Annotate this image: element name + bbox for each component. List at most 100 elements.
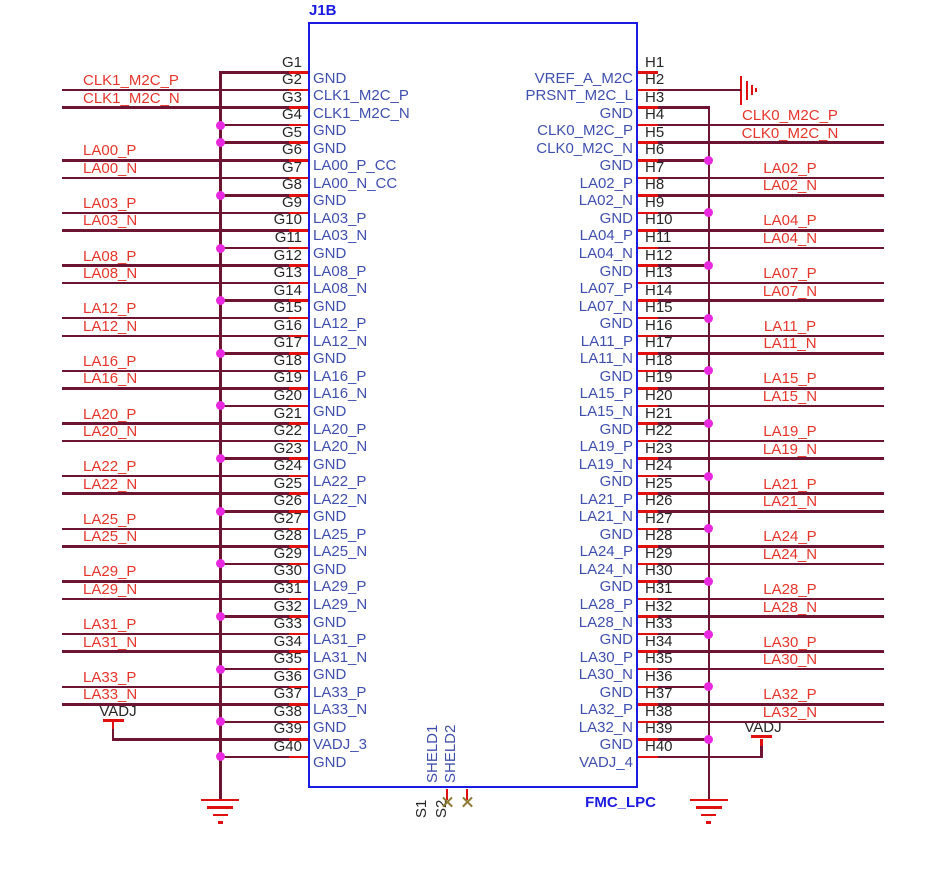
pin-number-G8: G8 — [281, 176, 302, 194]
junction-dot — [704, 155, 714, 165]
junction-dot — [215, 664, 225, 674]
wire-G4 — [219, 123, 289, 127]
pin-stub-G30 — [288, 580, 308, 583]
wire-H31 — [657, 597, 884, 601]
net-label-LA25_N: LA25_N — [83, 528, 138, 546]
pin-name-H22: LA19_P — [579, 438, 633, 456]
pin-number-H2: H2 — [645, 71, 665, 89]
pin-stub-H20 — [638, 404, 658, 408]
gnd-symbol-right-bar2 — [695, 806, 722, 809]
component-type-label: FMC_LPC — [585, 794, 656, 811]
pin-stub-H10 — [638, 229, 658, 232]
wire-G30 — [62, 580, 289, 583]
pin-number-G2: G2 — [281, 71, 302, 89]
net-label-LA08_P: LA08_P — [83, 247, 137, 265]
wire-G9 — [62, 211, 289, 215]
pin-stub-G37 — [288, 703, 308, 706]
wire-G10 — [62, 229, 289, 232]
pin-stub-H7 — [638, 176, 658, 180]
pin-stub-H36 — [638, 685, 658, 688]
net-label-CLK0_M2C_N: CLK0_M2C_N — [741, 124, 839, 142]
wire-H36 — [657, 685, 710, 688]
pin-number-G11: G11 — [274, 229, 302, 246]
wire-H2 — [657, 88, 741, 92]
net-label-LA04_N: LA04_N — [762, 230, 818, 247]
pin-name-H17: LA11_N — [579, 350, 633, 368]
net-label-LA19_P: LA19_P — [763, 423, 817, 441]
pin-stub-G11 — [288, 246, 308, 250]
pin-name-H30: GND — [599, 578, 633, 596]
junction-dot — [215, 348, 225, 358]
wire-G16 — [62, 334, 289, 337]
pin-name-H19: LA15_P — [579, 385, 633, 403]
pin-name-G40: GND — [313, 753, 347, 771]
pin-number-H33: H33 — [645, 615, 673, 633]
pin-name-H14: LA07_N — [578, 297, 633, 315]
net-label-LA28_N: LA28_N — [762, 598, 818, 616]
pin-stub-H27 — [638, 527, 658, 531]
wire-H7 — [657, 176, 884, 180]
pin-number-G6: G6 — [281, 141, 302, 159]
wire-G15 — [62, 316, 289, 320]
pin-name-H33: GND — [599, 631, 633, 649]
pin-stub-H18 — [638, 369, 658, 373]
pin-stub-H34 — [638, 650, 658, 653]
pin-name-H31: LA28_P — [579, 596, 633, 613]
wire-G5 — [219, 141, 289, 144]
pin-name-G15: LA12_P — [313, 315, 367, 333]
pin-name-G29: GND — [313, 560, 347, 578]
wire-G6 — [62, 159, 289, 162]
pin-stub-G25 — [288, 492, 308, 495]
pin-number-G12: G12 — [273, 246, 302, 264]
chassis-gnd-bar1 — [739, 75, 743, 105]
vadj-power-stub-left — [111, 722, 115, 729]
wire-H25 — [657, 492, 884, 495]
pin-stub-G36 — [288, 685, 308, 688]
pin-stub-G12 — [288, 264, 308, 267]
wire-H13 — [657, 281, 884, 285]
wire-G40 — [219, 755, 289, 759]
wire-G33 — [62, 632, 289, 636]
pin-name-H34: LA30_P — [579, 648, 633, 666]
pin-number-G25: G25 — [273, 474, 302, 492]
pin-name-H8: LA02_N — [578, 192, 633, 210]
wire-G2 — [62, 88, 289, 92]
pin-name-G33: LA31_P — [313, 631, 367, 649]
pin-stub-G16 — [288, 334, 308, 337]
pin-stub-H19 — [638, 387, 658, 390]
net-label-LA02_P: LA02_P — [763, 159, 817, 177]
pin-name-G9: LA03_P — [313, 209, 367, 227]
wire-G11 — [219, 246, 289, 250]
net-label-LA12_P: LA12_P — [83, 300, 137, 318]
wire-G18 — [62, 369, 289, 373]
junction-dot — [704, 313, 714, 323]
junction-dot — [215, 296, 225, 306]
pin-stub-H29 — [638, 562, 658, 566]
wire-H29 — [657, 562, 884, 566]
net-label-LA19_N: LA19_N — [762, 440, 818, 458]
junction-dot — [704, 682, 714, 692]
gnd-symbol-right-bar1 — [689, 798, 728, 802]
pin-name-H29: LA24_N — [578, 560, 633, 578]
pin-stub-H4 — [638, 123, 658, 127]
pin-name-H28: LA24_P — [579, 543, 633, 561]
pin-number-G40: G40 — [273, 737, 302, 755]
pin-stub-H6 — [638, 159, 658, 162]
pin-name-G7: LA00_N_CC — [313, 174, 398, 192]
junction-dot — [215, 612, 225, 622]
pin-stub-G3 — [288, 106, 308, 109]
pin-name-G14: GND — [313, 297, 347, 315]
pin-stub-H40 — [638, 755, 658, 759]
junction-dot — [704, 629, 714, 639]
wire-H15 — [657, 316, 710, 320]
pin-stub-s2 — [465, 789, 469, 800]
pin-stub-G18 — [288, 369, 308, 373]
wire-G8 — [219, 194, 289, 197]
wire-H6 — [657, 159, 710, 162]
pin-number-G26: G26 — [273, 492, 302, 510]
pin-number-G14: G14 — [273, 281, 302, 299]
net-label-LA21_P: LA21_P — [763, 475, 817, 493]
pin-stub-H9 — [638, 211, 658, 215]
wire-G23 — [219, 457, 289, 460]
pin-stub-G8 — [288, 194, 308, 197]
